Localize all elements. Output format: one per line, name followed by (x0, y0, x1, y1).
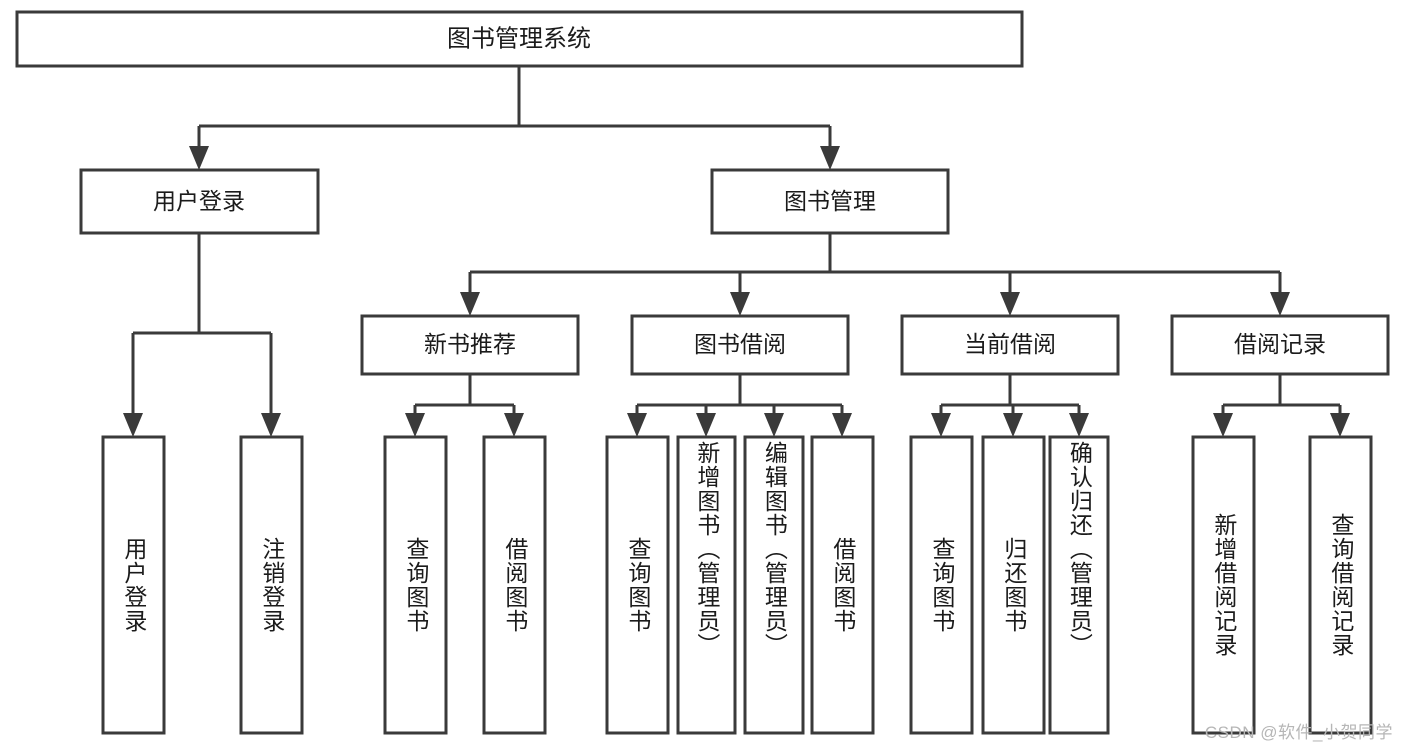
arrowhead-leaf-borrow-book-2 (832, 413, 852, 437)
current-borrow-box[interactable] (900, 314, 1120, 376)
node-current-borrow[interactable]: 当前借阅 (900, 314, 1120, 376)
node-book-manage[interactable]: 图书管理 (710, 168, 950, 235)
book-manage-box[interactable] (710, 168, 950, 235)
leaf-user-logout-box[interactable] (239, 435, 304, 735)
node-book-borrow[interactable]: 图书借阅 (630, 314, 850, 376)
book-borrow-box[interactable] (630, 314, 850, 376)
connector-group-new-book-recommend (405, 374, 524, 437)
leaf-query-record-box[interactable] (1308, 435, 1373, 735)
leaf-confirm-return-box[interactable] (1048, 435, 1110, 735)
connector-group-book-manage (460, 233, 1290, 316)
arrowhead-leaf-user-logout (261, 413, 281, 437)
arrowhead-new-book-recommend (460, 292, 480, 316)
arrowhead-leaf-confirm-return (1069, 413, 1089, 437)
leaf-return-book-box[interactable] (981, 435, 1046, 735)
arrowhead-leaf-return-book (1003, 413, 1023, 437)
arrowhead-leaf-query-book-2 (627, 413, 647, 437)
arrowhead-leaf-add-book (696, 413, 716, 437)
arrowhead-leaf-add-record (1213, 413, 1233, 437)
arrowhead-leaf-query-book-3 (931, 413, 951, 437)
node-new-book-recommend[interactable]: 新书推荐 (360, 314, 580, 376)
root-label: 图书管理系统 (447, 25, 591, 52)
arrowhead-current-borrow (1000, 292, 1020, 316)
node-root[interactable]: 图书管理系统 (15, 10, 1024, 68)
root-box[interactable] (15, 10, 1024, 68)
new-book-recommend-box[interactable] (360, 314, 580, 376)
leaf-add-book-box[interactable] (676, 435, 737, 735)
leaf-edit-book-box[interactable] (743, 435, 805, 735)
current-borrow-label: 当前借阅 (964, 331, 1056, 357)
leaf-query-book-3-box[interactable] (909, 435, 974, 735)
leaf-boxes (101, 435, 1373, 735)
arrowhead-leaf-query-book-1 (405, 413, 425, 437)
arrowhead-book-manage (820, 146, 840, 170)
arrowhead-borrow-record (1270, 292, 1290, 316)
csdn-watermark: CSDN @软件_小贺同学 (1204, 723, 1393, 742)
borrow-record-box[interactable] (1170, 314, 1390, 376)
arrowhead-user-login (189, 146, 209, 170)
arrowhead-leaf-user-login (123, 413, 143, 437)
arrowhead-leaf-borrow-book-1 (504, 413, 524, 437)
connector-group-borrow-record (1213, 374, 1350, 437)
arrowhead-leaf-edit-book (764, 413, 784, 437)
node-borrow-record[interactable]: 借阅记录 (1170, 314, 1390, 376)
leaf-query-book-1-box[interactable] (383, 435, 448, 735)
connector-group-root (189, 66, 840, 170)
leaf-borrow-book-2-box[interactable] (810, 435, 875, 735)
borrow-record-label: 借阅记录 (1234, 331, 1326, 357)
arrowhead-leaf-query-record (1330, 413, 1350, 437)
connector-group-current-borrow (931, 374, 1089, 437)
leaf-add-record-box[interactable] (1191, 435, 1256, 735)
user-login-box[interactable] (79, 168, 320, 235)
leaf-borrow-book-1-box[interactable] (482, 435, 547, 735)
book-borrow-label: 图书借阅 (694, 331, 786, 357)
node-user-login[interactable]: 用户登录 (79, 168, 320, 235)
leaf-user-login-box[interactable] (101, 435, 166, 735)
leaf-query-book-2-box[interactable] (605, 435, 670, 735)
user-login-label: 用户登录 (153, 188, 245, 214)
new-book-recommend-label: 新书推荐 (424, 331, 516, 357)
book-manage-label: 图书管理 (784, 188, 876, 214)
arrowhead-book-borrow (730, 292, 750, 316)
connector-group-book-borrow (627, 374, 852, 437)
connector-group-user-login (123, 233, 281, 437)
